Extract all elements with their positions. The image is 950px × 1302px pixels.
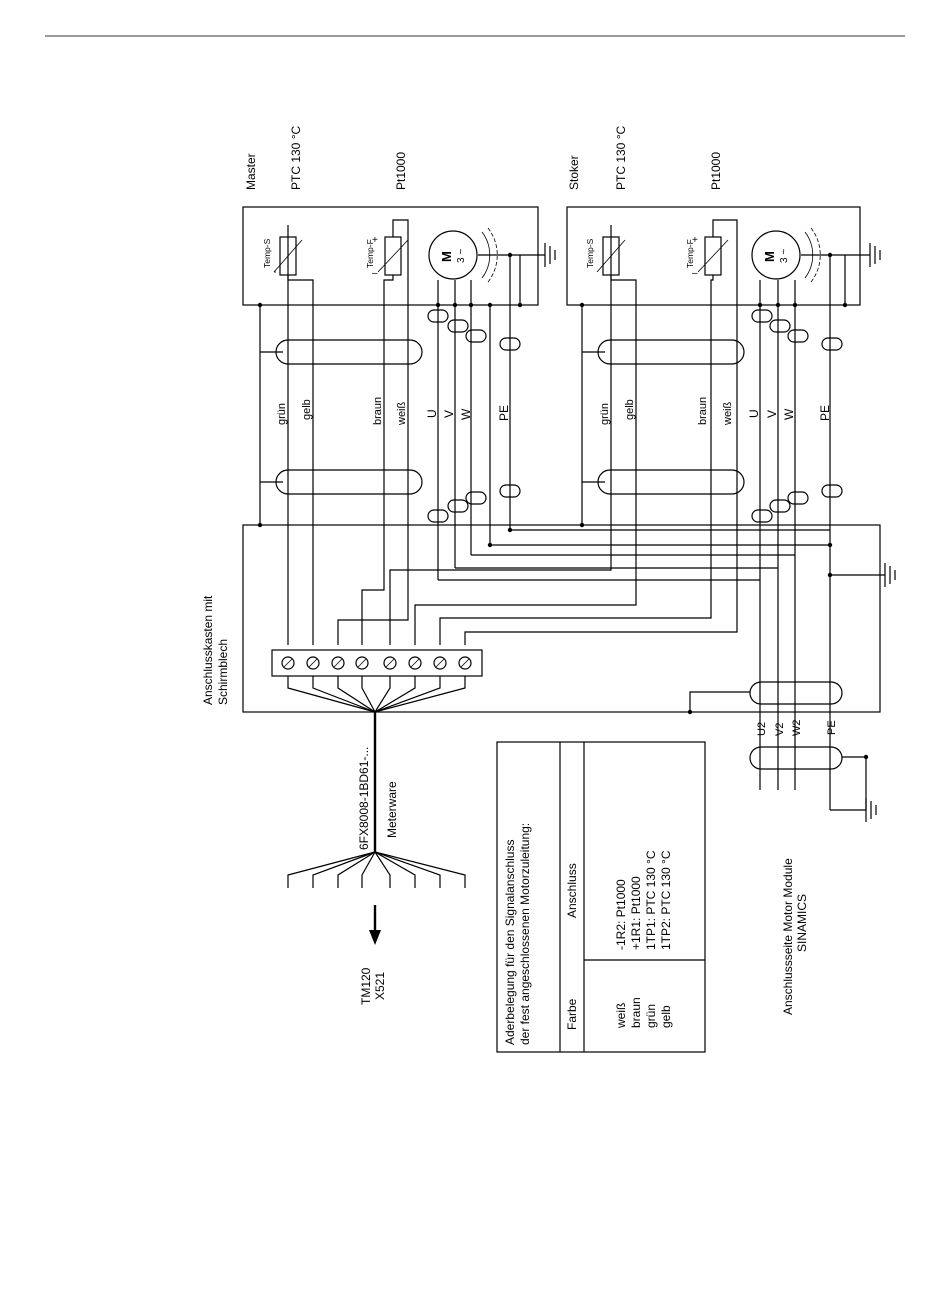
wire-label-gruen-master: grün — [276, 403, 288, 425]
cable-part-number: 6FX8008-1BD61-... — [357, 747, 371, 850]
cable-shield-top-stoker — [597, 339, 745, 365]
motor-name-master: Master — [244, 153, 258, 190]
polarity-plus-master: + — [372, 235, 378, 246]
cable-shield-top-master — [275, 339, 423, 365]
destination-line-1: TM120 — [359, 967, 373, 1005]
wire-label-u-master: U — [425, 409, 439, 418]
table-title-line-1: Aderbelegung für den Signalanschluss — [503, 840, 517, 1045]
table-header-farbe: Farbe — [565, 998, 579, 1030]
module-outputs — [749, 746, 877, 822]
polarity-minus-stoker: – — [692, 268, 698, 279]
table-header-anschluss: Anschluss — [565, 863, 579, 918]
terminal-strip — [271, 649, 483, 677]
junction-dots — [257, 252, 869, 760]
wire-label-w-master: W — [459, 408, 473, 420]
table-title-line-2: der fest angeschlossenen Motorzuleitung: — [518, 823, 532, 1045]
temp-f-label-stoker: Temp-F — [685, 239, 695, 268]
wire-label-pe-stoker: PE — [818, 405, 832, 421]
table-farbe-4: gelb — [659, 1005, 673, 1028]
ptc-label-master: PTC 130 °C — [289, 126, 303, 190]
wire-label-gruen-stoker: grün — [599, 403, 611, 425]
module-output-v2: V2 — [774, 723, 786, 736]
motor-symbol-stoker — [751, 230, 801, 280]
wire-label-pe-master: PE — [497, 405, 511, 421]
table-farbe-2: braun — [629, 997, 643, 1028]
main-cable — [287, 712, 466, 945]
terminal-box-frame — [242, 524, 881, 713]
cable-type: Meterware — [385, 781, 399, 838]
temp-f-label-master: Temp-F — [365, 239, 375, 268]
table-anschluss-3: 1TP1: PTC 130 °C — [644, 850, 658, 950]
cross-connections — [438, 529, 885, 790]
wire-label-v-stoker: V — [765, 410, 779, 418]
motor-stoker — [566, 206, 881, 306]
wire-label-gelb-stoker: gelb — [624, 399, 636, 420]
output-shield-box — [749, 681, 843, 705]
temp-s-label-stoker: Temp-S — [585, 238, 595, 268]
module-output-w2: W2 — [791, 720, 803, 737]
wire-label-u-stoker: U — [747, 409, 761, 418]
motor-master — [242, 206, 556, 306]
wire-label-v-master: V — [442, 410, 456, 418]
cable-fan-in — [287, 676, 466, 713]
wire-label-braun-stoker: braun — [697, 397, 709, 425]
module-output-pe: PE — [826, 720, 838, 735]
polarity-minus-master: – — [372, 268, 378, 279]
pt1000-label-stoker: Pt1000 — [709, 152, 723, 190]
module-side-line-2: SINAMICS — [795, 894, 809, 952]
wire-label-weiss-master: weiß — [396, 401, 408, 426]
motor-phase-label-stoker: 3 ~ — [779, 249, 790, 263]
cable-shield-bottom-master — [275, 469, 423, 495]
terminal-box-label-1: Anschlusskasten mit — [201, 595, 215, 705]
table-anschluss-4: 1TP2: PTC 130 °C — [659, 850, 673, 950]
motor-housing-stoker — [566, 206, 861, 306]
terminal-box — [242, 524, 896, 713]
wire-label-weiss-stoker: weiß — [722, 401, 734, 426]
motor-housing-master — [242, 206, 539, 306]
module-side-line-1: Anschlussseite Motor Module — [781, 858, 795, 1015]
arrow-down-icon — [369, 930, 381, 945]
wires-stoker — [389, 219, 846, 790]
polarity-plus-stoker: + — [692, 235, 698, 246]
pt1000-label-master: Pt1000 — [394, 152, 408, 190]
motor-symbol-master — [428, 230, 478, 280]
motor-m-label-stoker: M — [762, 251, 777, 262]
wire-label-braun-master: braun — [372, 397, 384, 425]
table-frame — [496, 741, 706, 1053]
wire-label-gelb-master: gelb — [301, 399, 313, 420]
table-farbe-1: weiß — [614, 1003, 628, 1029]
motor-phase-label-master: 3 ~ — [456, 249, 467, 263]
wire-assignment-table — [496, 741, 706, 1053]
ptc-label-stoker: PTC 130 °C — [614, 126, 628, 190]
cable-shield-bottom-stoker — [597, 469, 745, 495]
motor-name-stoker: Stoker — [567, 155, 581, 190]
motor-m-label-master: M — [439, 251, 454, 262]
table-anschluss-1: -1R2: Pt1000 — [614, 879, 628, 950]
temp-s-label-master: Temp-S — [262, 238, 272, 268]
terminal-screws — [281, 656, 472, 670]
module-output-u2: U2 — [756, 722, 768, 736]
table-anschluss-2: +1R1: Pt1000 — [629, 876, 643, 950]
terminal-box-label-2: Schirmblech — [216, 639, 230, 705]
wire-label-w-stoker: W — [782, 408, 796, 420]
destination-line-2: X521 — [373, 972, 387, 1000]
table-farbe-3: grün — [644, 1004, 658, 1028]
wires-master — [259, 219, 521, 645]
